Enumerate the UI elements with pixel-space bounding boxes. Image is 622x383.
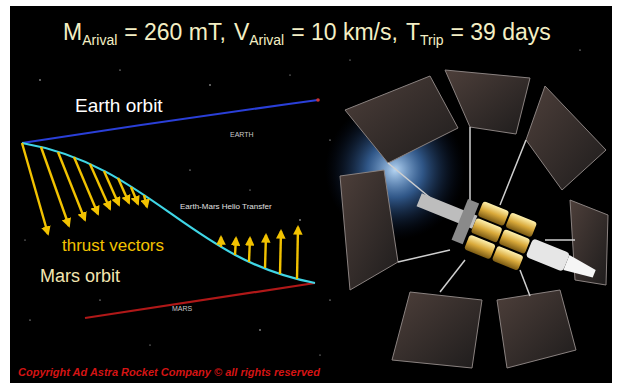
- copyright-note: Copyright Ad Astra Rocket Company © all …: [18, 366, 320, 379]
- title-value: = 260 mT,: [124, 19, 226, 45]
- earth-orbit: [22, 100, 318, 143]
- space-ground: [10, 6, 612, 383]
- title-subscript: Arival: [249, 32, 284, 48]
- title-line: MArival= 260 mT,VArival= 10 km/s,TTrip= …: [0, 19, 622, 49]
- trajectory-label: Earth-Mars Helio Transfer: [180, 202, 272, 211]
- stars: [25, 49, 581, 355]
- title-subscript: Trip: [420, 32, 444, 48]
- title-value: = 39 days: [450, 19, 550, 45]
- title-value: = 10 km/s,: [291, 19, 398, 45]
- planet-label: EARTH: [230, 131, 254, 139]
- mars-orbit: [85, 283, 315, 318]
- transfer-trajectory: [22, 143, 315, 283]
- title-subscript: Arival: [82, 32, 117, 48]
- orbit-label: Earth orbit: [75, 95, 163, 117]
- title-symbol: M: [63, 19, 82, 45]
- title-symbol: T: [406, 19, 420, 45]
- thrust-label: thrust vectors: [62, 236, 164, 256]
- orbit-label: Mars orbit: [40, 266, 120, 287]
- thrust-vectors: [22, 143, 298, 279]
- planet-label: MARS: [172, 305, 192, 313]
- earth-dot: [316, 98, 320, 102]
- title-symbol: V: [234, 19, 249, 45]
- spacecraft: [325, 70, 608, 368]
